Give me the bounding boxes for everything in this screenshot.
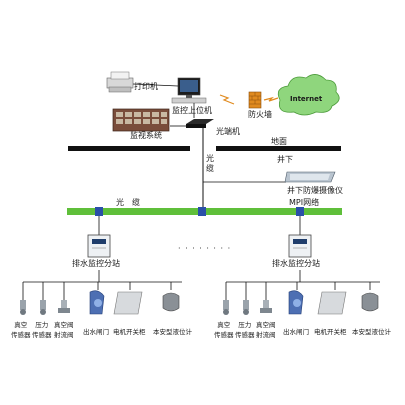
ground-label: 地面: [271, 137, 287, 146]
internet-label: Internet: [290, 95, 323, 103]
printer-label: 打印机: [134, 82, 158, 91]
underground-label: 井下: [277, 155, 293, 164]
firewall-label: 防火墙: [248, 110, 272, 119]
mpi-network-label: MPI网络: [289, 198, 320, 207]
water-gate-icon: [89, 290, 105, 315]
fiber-bus-label: 光 缆: [116, 198, 140, 207]
level-meter-icon: [162, 292, 180, 312]
sensor-caption: 压力 传感器: [235, 321, 255, 339]
sensor-caption: 本安型液位计: [153, 328, 192, 336]
sensor-caption: 出水闸门: [83, 328, 109, 336]
sensor-caption: 电机开关柜: [113, 328, 146, 336]
bus-node-center: [198, 207, 206, 216]
host-computer-label: 监控上位机: [172, 106, 212, 115]
link-bolt-icon: [219, 94, 235, 105]
motor-switch-cabinet-icon: [317, 291, 347, 315]
water-gate-icon: [288, 290, 304, 315]
left-substation-icon: [87, 234, 111, 258]
firewall-icon: [248, 91, 262, 109]
sensor-caption: 真空 传感器: [11, 321, 31, 339]
vacuum-sensor-icon: [223, 300, 229, 315]
bus-node-right: [296, 207, 304, 216]
right-substation-icon: [288, 234, 312, 258]
camera-icon: [284, 171, 336, 183]
left-substation-label: 排水监控分站: [72, 259, 120, 268]
ground-line-right: [216, 146, 341, 151]
optical-switch-icon: [186, 119, 214, 128]
fiber-vertical-label: 光 缆: [206, 154, 214, 173]
optical-switch-label: 光端机: [216, 127, 240, 136]
pressure-sensor-icon: [243, 300, 249, 315]
motor-switch-cabinet-icon: [113, 291, 143, 315]
vacuum-sensor-icon: [20, 300, 26, 315]
printer-link: [132, 83, 179, 87]
right-sensor-tree: [225, 270, 380, 300]
bus-node-left: [95, 207, 103, 216]
sensor-caption: 压力 传感器: [32, 321, 52, 339]
printer-icon: [106, 71, 134, 93]
link-bolt-icon: [263, 96, 279, 102]
ground-line-left: [68, 146, 190, 151]
sensor-caption: 本安型液位计: [352, 328, 391, 336]
pressure-sensor-icon: [40, 300, 46, 315]
monitoring-system-label: 监视系统: [130, 131, 162, 140]
sensor-caption: 真空阀 射流阀: [256, 321, 276, 339]
valve-icon: [260, 300, 272, 313]
valve-icon: [58, 300, 70, 313]
sensor-caption: 真空 传感器: [214, 321, 234, 339]
sensor-caption: 真空阀 射流阀: [54, 321, 74, 339]
continuation-dots: · · · · · · · ·: [178, 244, 232, 253]
sensor-caption: 电机开关柜: [314, 328, 347, 336]
right-substation-label: 排水监控分站: [272, 259, 320, 268]
computer-icon: [171, 77, 207, 104]
left-sensor-tree: [22, 270, 182, 300]
level-meter-icon: [361, 292, 379, 312]
monitoring-wall-icon: [112, 108, 170, 132]
sensor-caption: 出水闸门: [283, 328, 309, 336]
internet-cloud-icon: [277, 74, 340, 116]
camera-label: 井下防爆摄像仪: [287, 186, 343, 195]
